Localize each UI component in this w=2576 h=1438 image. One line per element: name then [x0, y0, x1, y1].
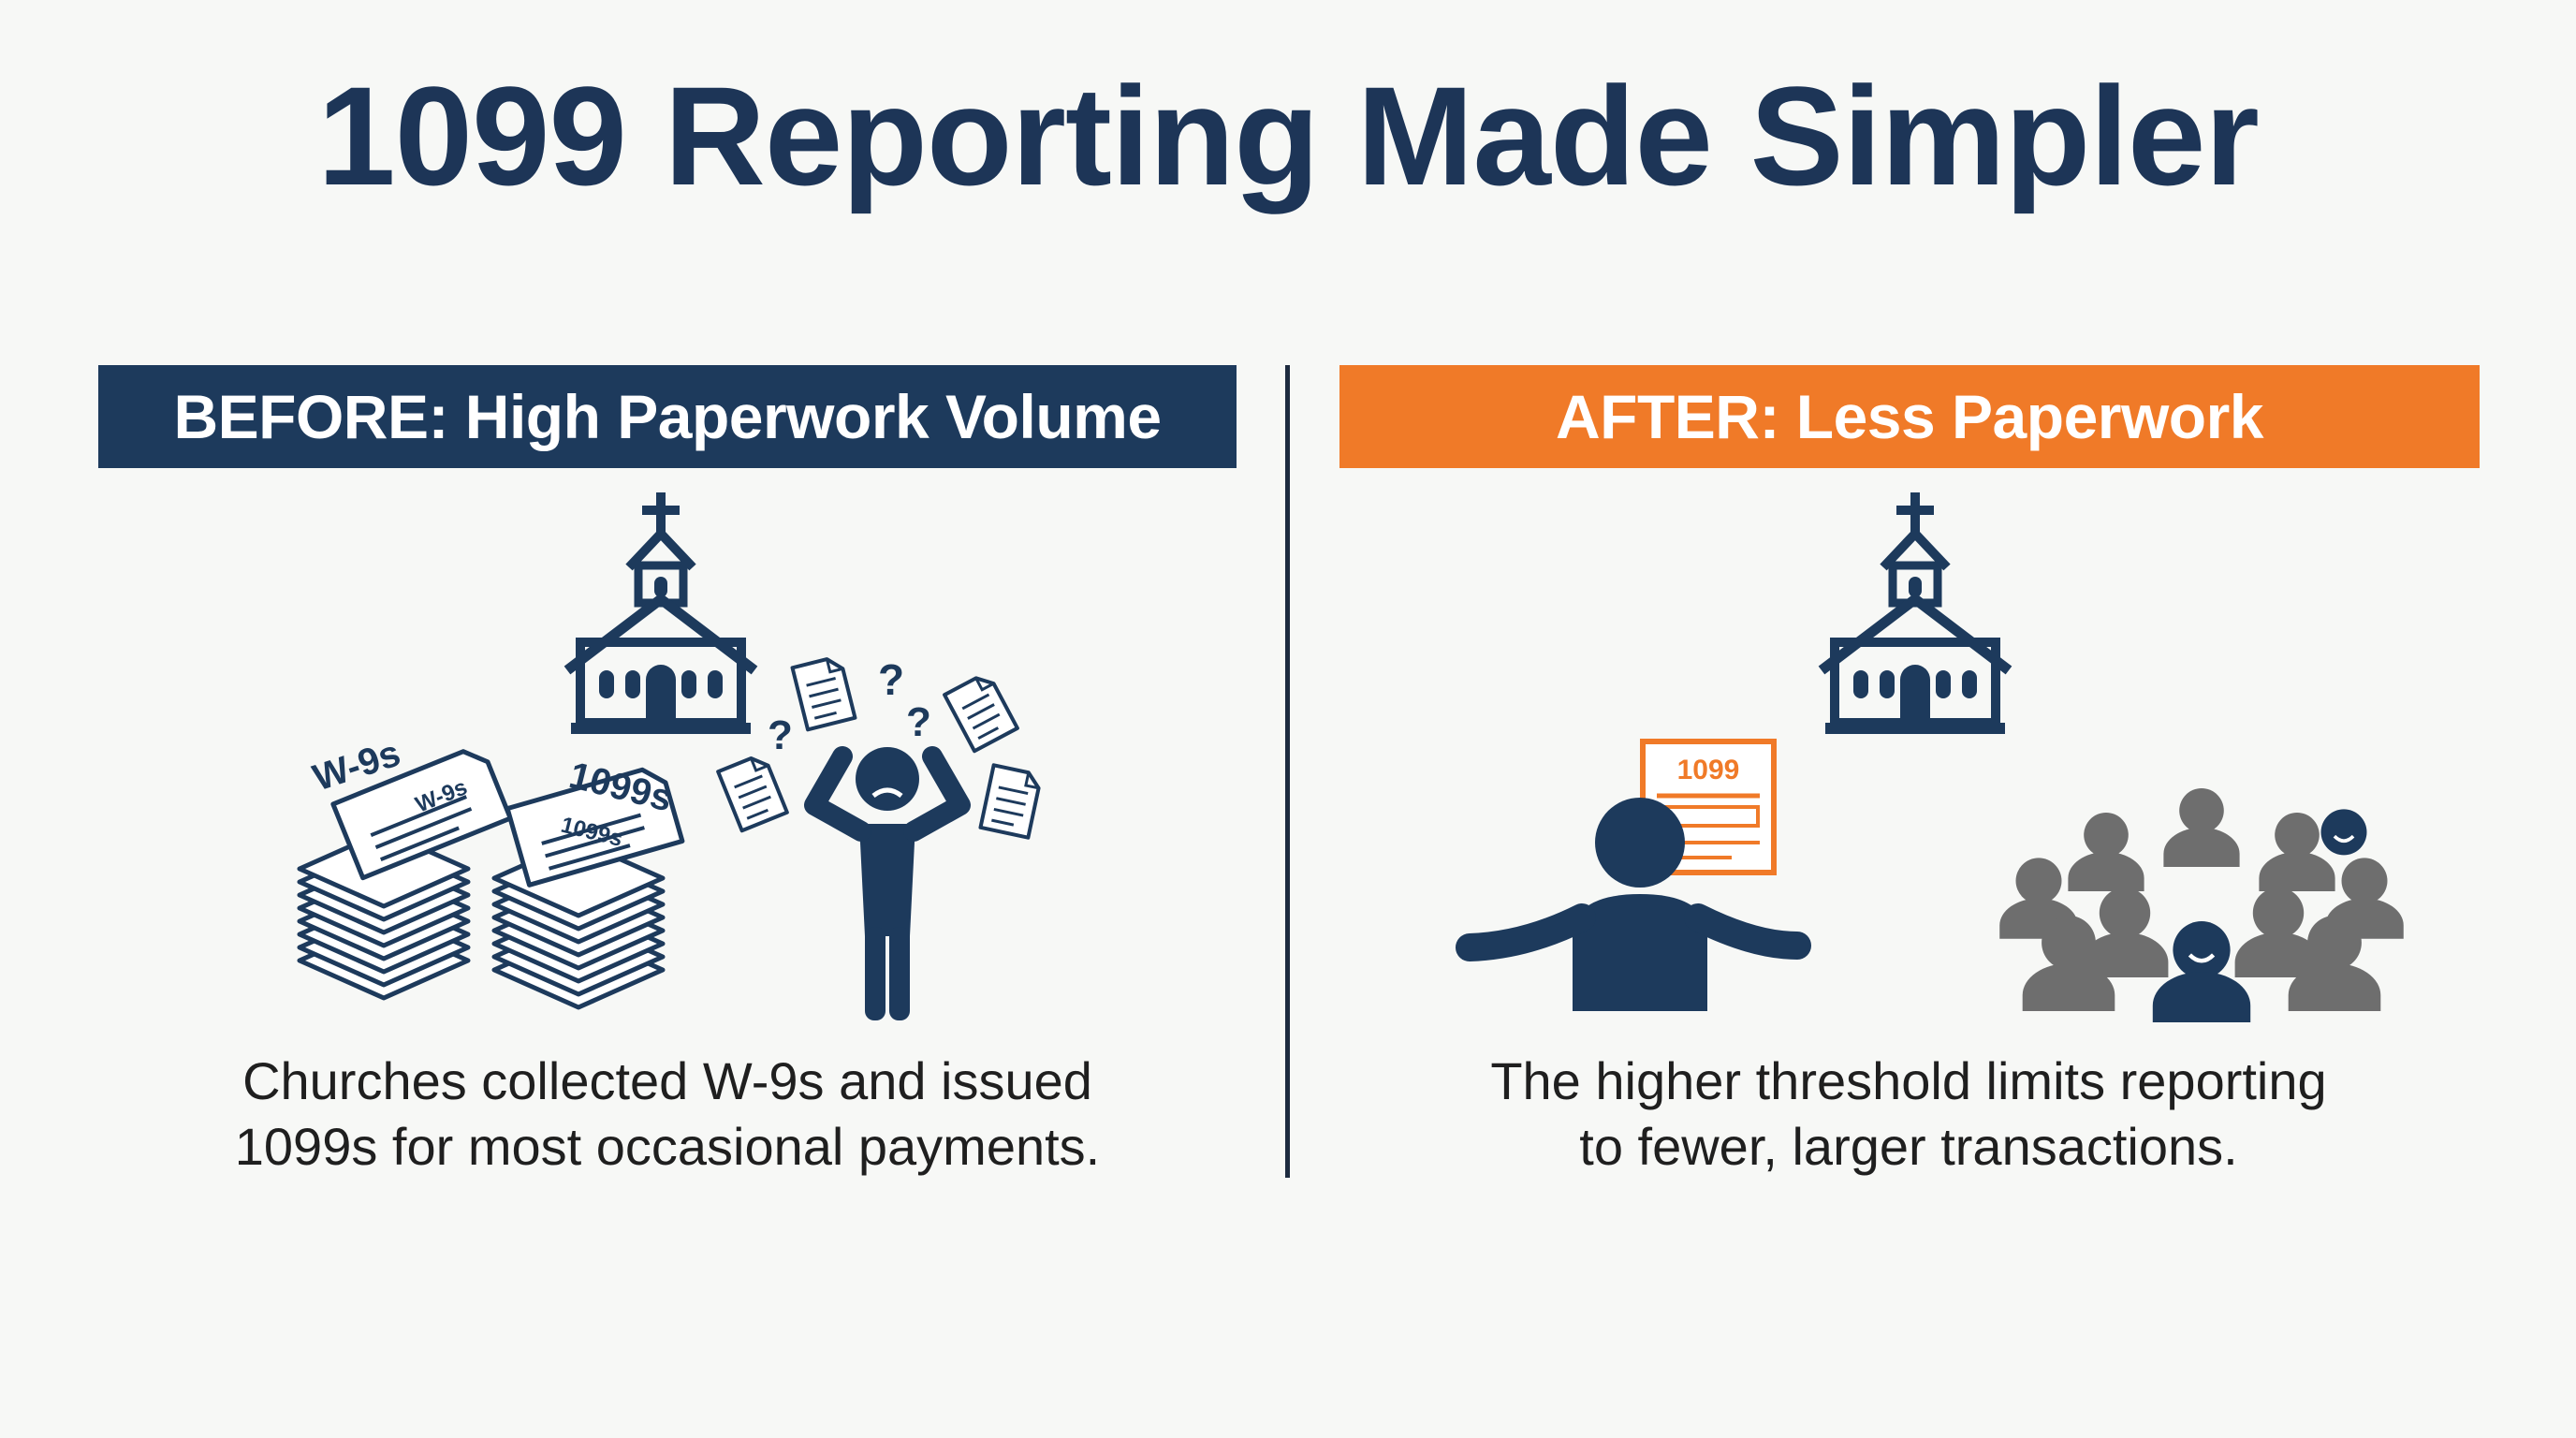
page-title: 1099 Reporting Made Simpler: [317, 57, 2260, 214]
after-caption: The higher threshold limits reporting to…: [1339, 1049, 2478, 1180]
question-mark-icon: ?: [878, 655, 904, 704]
before-banner: BEFORE: High Paperwork Volume: [98, 365, 1237, 468]
center-divider: [1285, 365, 1290, 1178]
after-banner: AFTER: Less Paperwork: [1339, 365, 2480, 468]
question-mark-icon: ?: [906, 699, 931, 745]
1099-paper-stack-icon: 1099s 1099s: [494, 755, 685, 1007]
crowd-icon: [1999, 788, 2404, 1022]
person-icon: [1456, 798, 1811, 1011]
floating-document-icon: [944, 672, 1017, 751]
floating-document-icon: [978, 763, 1044, 840]
after-caption-line-1: The higher threshold limits reporting: [1490, 1051, 2327, 1110]
w9-paper-stack-icon: W-9s W-9s: [300, 732, 513, 998]
before-caption-line-2: 1099s for most occasional payments.: [234, 1117, 1101, 1176]
question-mark-icon: ?: [768, 712, 793, 758]
form-1099-label: 1099: [1677, 755, 1740, 785]
before-church-icon: [567, 492, 754, 734]
after-church-icon: [1822, 492, 2009, 734]
floating-document-icon: [716, 751, 789, 833]
before-caption-line-1: Churches collected W-9s and issued: [242, 1051, 1092, 1110]
after-heading: AFTER: Less Paperwork: [1555, 382, 2264, 451]
floating-document-icon: [790, 653, 857, 732]
before-caption: Churches collected W-9s and issued 1099s…: [98, 1049, 1237, 1180]
before-heading: BEFORE: High Paperwork Volume: [173, 382, 1162, 451]
after-caption-line-2: to fewer, larger transactions.: [1579, 1117, 2238, 1176]
stressed-person-icon: [804, 746, 971, 1020]
